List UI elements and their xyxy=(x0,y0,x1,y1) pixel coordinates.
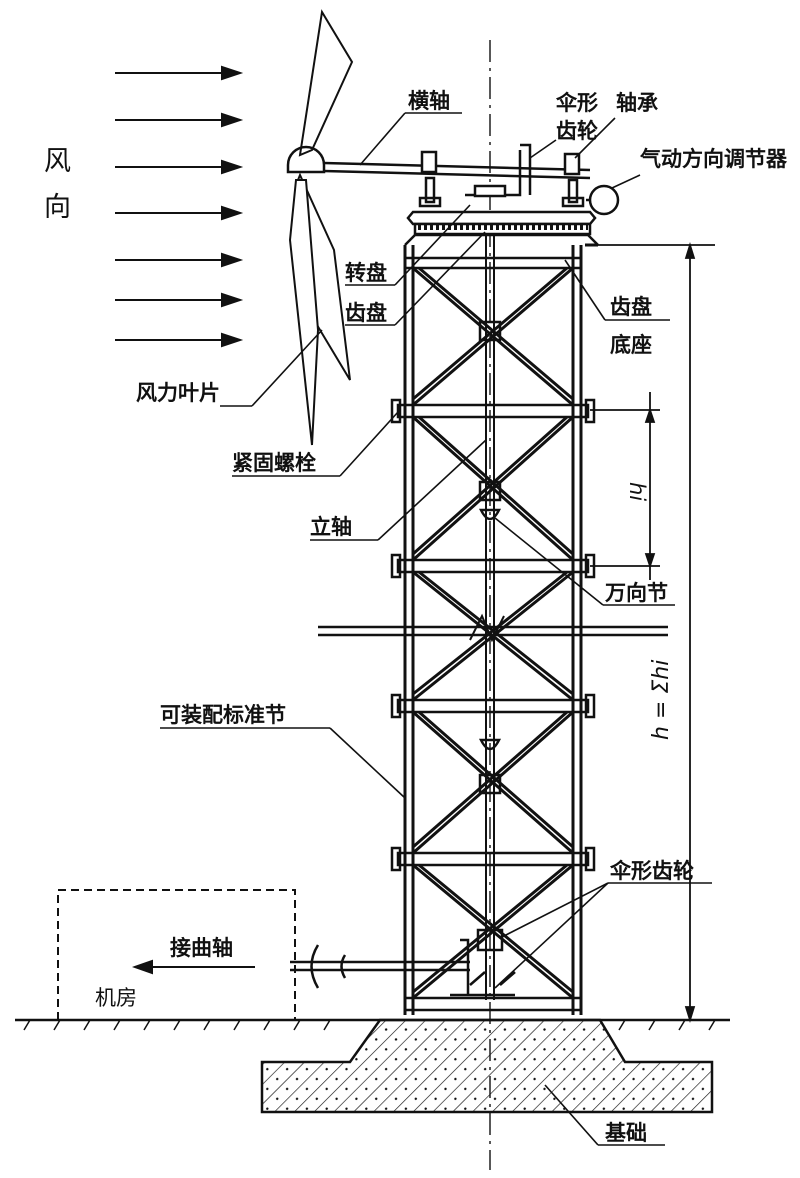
label-horizontal-shaft: 横轴 xyxy=(408,89,450,113)
top-bevel-gear xyxy=(465,143,532,198)
label-bevel-gear-bottom: 伞形齿轮 xyxy=(609,859,694,883)
dimension-section-height xyxy=(590,392,660,580)
label-wind-blade: 风力叶片 xyxy=(136,381,220,405)
label-fastening-bolt: 紧固螺栓 xyxy=(232,451,316,475)
label-universal-joint: 万向节 xyxy=(604,581,668,605)
label-wind-direction-1: 风 xyxy=(44,146,71,177)
label-wind-direction-2: 向 xyxy=(44,192,71,223)
wind-blades xyxy=(288,9,354,446)
crankshaft xyxy=(290,944,470,989)
vertical-shaft xyxy=(485,236,495,1000)
label-foundation: 基础 xyxy=(605,1121,647,1145)
label-total-height: h = Σhi xyxy=(649,660,674,740)
label-turntable-2: 齿盘 xyxy=(345,301,387,325)
pneumatic-regulator xyxy=(586,184,620,216)
label-vertical-shaft: 立轴 xyxy=(310,515,352,539)
shaft-bearing-blocks xyxy=(476,320,504,952)
label-crankshaft: 接曲轴 xyxy=(170,936,233,960)
flange-bolts xyxy=(390,398,596,872)
leader-lines xyxy=(160,112,712,1146)
label-gear-disc-base-1: 齿盘 xyxy=(610,295,652,319)
tower-frame xyxy=(403,243,598,1015)
label-standard-section: 可装配标准节 xyxy=(160,703,286,727)
bearings xyxy=(418,150,585,208)
foundation xyxy=(260,1018,714,1114)
turntable xyxy=(404,210,599,246)
crankshaft-arrow xyxy=(131,959,255,975)
break-line xyxy=(318,613,668,643)
label-pneumatic-regulator: 气动方向调节器 xyxy=(639,147,788,171)
label-machine-room: 机房 xyxy=(95,986,137,1010)
label-gear-disc-base-2: 底座 xyxy=(610,333,652,357)
dimension-total-height xyxy=(596,241,715,1024)
label-bevel-gear-top-1: 伞形 xyxy=(555,91,598,115)
horizontal-shaft xyxy=(323,161,591,180)
bottom-bevel-gear xyxy=(450,938,516,997)
label-bevel-gear-top-2: 齿轮 xyxy=(556,119,598,143)
label-section-height: hi xyxy=(625,482,649,501)
universal-joints xyxy=(478,508,502,751)
rotor-hub xyxy=(286,145,326,174)
label-turntable-1: 转盘 xyxy=(345,261,387,285)
machine-room-outline xyxy=(57,889,296,1020)
wind-arrows xyxy=(115,65,244,348)
ground-hatch xyxy=(23,1019,716,1031)
label-bearing: 轴承 xyxy=(616,91,658,115)
